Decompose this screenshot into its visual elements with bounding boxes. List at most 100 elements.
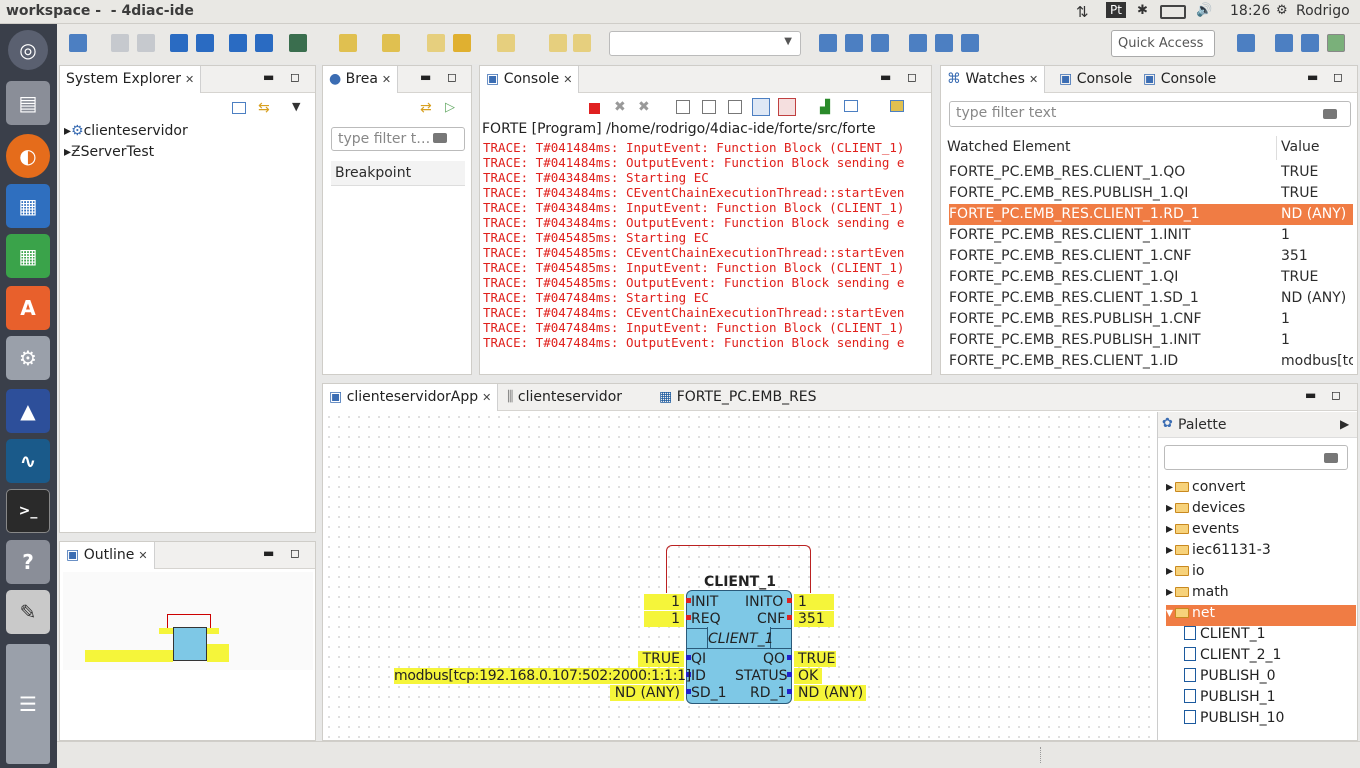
close-icon[interactable]: ✕	[482, 391, 492, 404]
terminate-icon[interactable]	[589, 103, 600, 114]
gear-icon[interactable]: ⚙	[1276, 3, 1288, 18]
tab-clienteservidor[interactable]: ⫼ clienteservidor	[507, 389, 623, 405]
palette-item-publish-10[interactable]: PUBLISH_10	[1166, 710, 1284, 731]
input-data-qi[interactable]: QI	[691, 651, 707, 667]
back-icon[interactable]	[453, 34, 471, 52]
palette-folder-io[interactable]: ▸io	[1166, 563, 1205, 579]
maximize-icon[interactable]: ◻	[1331, 388, 1341, 402]
maximize-icon[interactable]: ◻	[447, 70, 457, 84]
event-pin[interactable]	[787, 598, 792, 603]
4diac-icon[interactable]: ▲	[6, 389, 50, 433]
maximize-icon[interactable]: ◻	[290, 70, 300, 84]
event-pin[interactable]	[787, 615, 792, 620]
text-editor-icon[interactable]: ✎	[6, 590, 50, 634]
close-icon[interactable]: ✕	[1028, 73, 1039, 86]
toolbar-combo[interactable]: ▼	[609, 31, 801, 56]
collapse-all-icon[interactable]	[232, 102, 246, 114]
watch-value-qi[interactable]: TRUE	[638, 651, 684, 667]
minimize-icon[interactable]: ▬	[1307, 70, 1319, 84]
battery-icon[interactable]	[1160, 5, 1186, 19]
input-data-id[interactable]: ID	[691, 668, 706, 684]
clock[interactable]: 18:26	[1230, 3, 1271, 19]
deployment-perspective-icon[interactable]	[1301, 34, 1319, 52]
collapse-palette-icon[interactable]: ▶	[1340, 417, 1350, 431]
minimize-icon[interactable]: ▬	[880, 70, 892, 84]
fb-instance-name[interactable]: CLIENT_1	[704, 574, 776, 590]
clear-console-icon[interactable]	[676, 100, 690, 114]
firefox-icon[interactable]: ◐	[6, 134, 50, 178]
palette-folder-events[interactable]: ▸events	[1166, 521, 1240, 537]
data-pin[interactable]	[686, 655, 691, 660]
column-header-value[interactable]: Value	[1281, 139, 1320, 155]
data-pin[interactable]	[787, 672, 792, 677]
clear-filter-icon[interactable]	[1323, 109, 1337, 119]
align-top-icon[interactable]	[909, 34, 927, 52]
breakpoints-filter-input[interactable]: type filter t…	[331, 127, 465, 151]
data-pin[interactable]	[686, 672, 691, 677]
debug-perspective-icon[interactable]	[1327, 34, 1345, 52]
tab-clienteservidorapp[interactable]: ▣ clienteservidorApp✕	[323, 384, 499, 411]
palette-filter-input[interactable]	[1164, 445, 1348, 470]
clear-filter-icon[interactable]	[1324, 453, 1338, 463]
output-event-cnf[interactable]: CNF	[757, 611, 786, 627]
function-block-client-1[interactable]	[686, 590, 792, 704]
software-center-icon[interactable]: A	[6, 286, 50, 330]
link-icon[interactable]: ⇄	[420, 100, 432, 116]
align-middle-icon[interactable]	[935, 34, 953, 52]
ubuntu-logo-icon[interactable]: ◎	[8, 30, 48, 70]
systemconfig-perspective-icon[interactable]	[1275, 34, 1293, 52]
new-icon[interactable]	[69, 34, 87, 52]
minimize-icon[interactable]: ▬	[420, 70, 432, 84]
output-data-status[interactable]: STATUS	[735, 668, 788, 684]
settings-icon[interactable]: ⚙	[6, 336, 50, 380]
new-system-icon[interactable]	[170, 34, 188, 52]
redo-icon[interactable]	[573, 34, 591, 52]
tab-watches[interactable]: ⌘ Watches✕	[941, 66, 1046, 93]
outline-thumbnail[interactable]	[63, 572, 313, 670]
tree-item-clienteservidor[interactable]: ▸⚙clienteservidor	[64, 123, 188, 139]
scope-icon[interactable]: ∿	[6, 439, 50, 483]
close-icon[interactable]: ✕	[563, 73, 573, 86]
last-edit-icon[interactable]	[427, 34, 445, 52]
skip-breakpoints-icon[interactable]: ▷	[445, 100, 455, 115]
watch-value-init[interactable]: 1	[644, 594, 684, 610]
input-data-sd-1[interactable]: SD_1	[691, 685, 727, 701]
data-pin[interactable]	[686, 689, 691, 694]
save-icon[interactable]	[111, 34, 129, 52]
close-icon[interactable]: ✕	[184, 73, 195, 86]
output-data-qo[interactable]: QO	[763, 651, 786, 667]
workspace-stack-icon[interactable]: ☰	[6, 644, 50, 764]
remove-all-icon[interactable]: ✖	[638, 99, 650, 115]
watch-value-rd-1[interactable]: ND (ANY)	[794, 685, 866, 701]
maximize-icon[interactable]: ◻	[907, 70, 917, 84]
files-icon[interactable]: ▤	[6, 81, 50, 125]
palette-folder-convert[interactable]: ▸convert	[1166, 479, 1246, 495]
writer-icon[interactable]: ▦	[6, 184, 50, 228]
minimize-icon[interactable]: ▬	[1305, 388, 1317, 402]
volume-icon[interactable]: 🔊	[1196, 3, 1213, 18]
watch-value-id[interactable]: modbus[tcp:192.168.0.107:502:2000:1:1:1]	[394, 668, 691, 684]
terminal-icon[interactable]: >_	[6, 489, 50, 533]
save-all-icon[interactable]	[137, 34, 155, 52]
show-stderr-icon[interactable]	[778, 98, 796, 116]
prev-annotation-icon[interactable]	[382, 34, 400, 52]
network-icon[interactable]: ⇅	[1076, 3, 1089, 21]
align-right-icon[interactable]	[871, 34, 889, 52]
word-wrap-icon[interactable]	[728, 100, 742, 114]
minimize-icon[interactable]: ▬	[263, 546, 275, 560]
quick-access-button[interactable]: Quick Access	[1111, 30, 1215, 57]
event-connection[interactable]	[666, 545, 811, 593]
console-output[interactable]: TRACE: T#041484ms: InputEvent: Function …	[480, 139, 931, 374]
scroll-lock-icon[interactable]	[702, 100, 716, 114]
tab-console-2[interactable]: ▣ Console	[1059, 71, 1133, 87]
pin-console-icon[interactable]: ▟	[820, 100, 830, 115]
remove-launch-icon[interactable]: ✖	[614, 99, 626, 115]
tree-item-servertest[interactable]: ▸ƵServerTest	[64, 144, 155, 160]
watch-value-status[interactable]: OK	[794, 668, 822, 684]
fb-network-canvas[interactable]: CLIENT_1 INIT REQ INITO CNF CLIENT_1 QI …	[324, 412, 1154, 740]
show-stdout-icon[interactable]	[752, 98, 770, 116]
